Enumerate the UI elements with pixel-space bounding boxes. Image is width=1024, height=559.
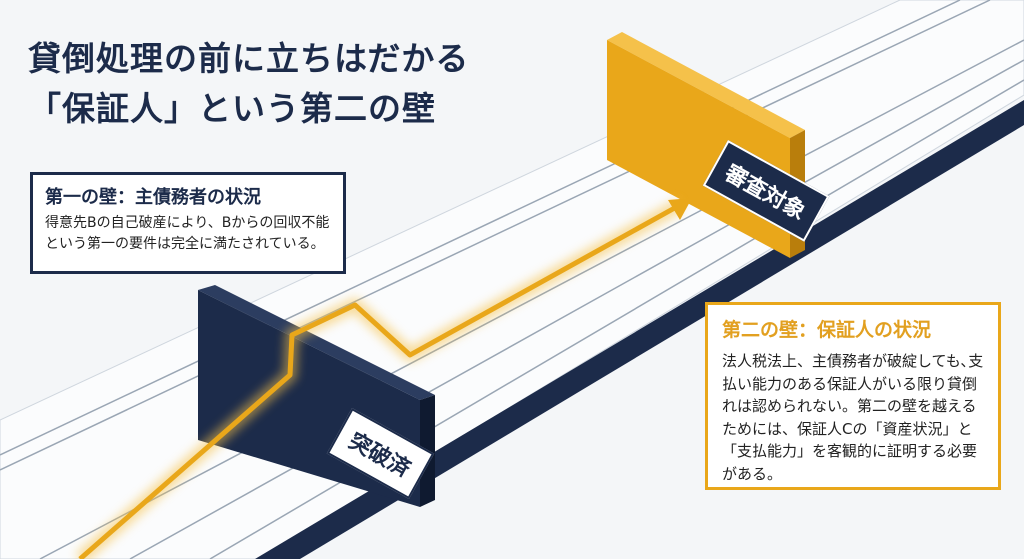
page-title: 貸倒処理の前に立ちはだかる 「保証人」という第二の壁	[28, 34, 469, 134]
first-wall-heading: 第一の壁：主債務者の状況	[45, 187, 261, 208]
title-line-1: 貸倒処理の前に立ちはだかる	[28, 39, 470, 78]
first-wall-body: 得意先Bの自己破産により、Bからの回収不能という第一の要件は完全に満たされている…	[45, 215, 330, 252]
first-wall-callout: 第一の壁：主債務者の状況 得意先Bの自己破産により、Bからの回収不能という第一の…	[30, 172, 346, 274]
second-wall-body: 法人税法上、主債務者が破綻しても､支払い能力のある保証人がいる限り貸倒れは認めら…	[722, 352, 984, 483]
progress-path	[75, 198, 692, 559]
second-wall-callout: 第二の壁：保証人の状況 法人税法上、主債務者が破綻しても､支払い能力のある保証人…	[705, 302, 1001, 490]
arrow-head-icon	[668, 198, 692, 220]
second-wall-heading: 第二の壁：保証人の状況	[722, 319, 932, 341]
track-side	[255, 100, 1024, 559]
title-line-2: 「保証人」という第二の壁	[28, 89, 436, 128]
